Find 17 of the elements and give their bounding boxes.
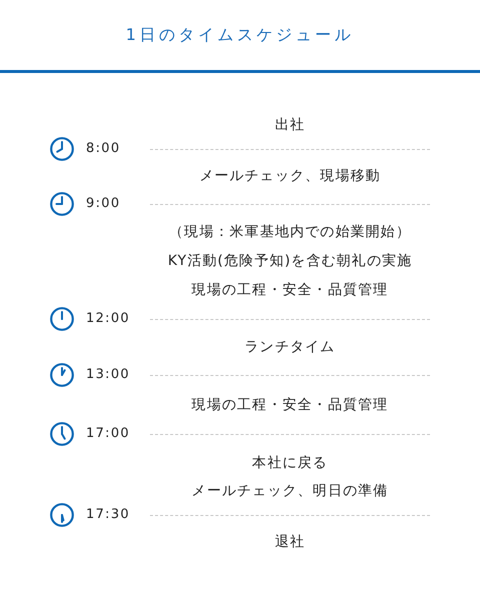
activity-text: KY活動(危険予知)を含む朝礼の実施 [168,252,412,271]
time-label: 17:00 [86,425,130,443]
activity-text: 出社 [274,116,306,135]
activity-text: メールチェック、明日の準備 [192,482,388,501]
activity-text: 現場の工程・安全・品質管理 [192,281,388,300]
activity-text: ランチタイム [244,338,336,357]
activity-text: （現場：米軍基地内での始業開始） [169,223,411,242]
time-label: 17:30 [86,506,130,524]
page-title: 1日のタイムスケジュール [124,24,356,46]
activity-text: 現場の工程・安全・品質管理 [192,396,388,415]
time-label: 12:00 [86,310,130,328]
activity-text: 本社に戻る [252,454,328,473]
time-label: 8:00 [86,140,120,158]
time-label: 9:00 [86,195,120,213]
activity-text: メールチェック、現場移動 [199,167,381,186]
activity-text: 退社 [274,533,306,552]
time-label: 13:00 [86,366,130,384]
